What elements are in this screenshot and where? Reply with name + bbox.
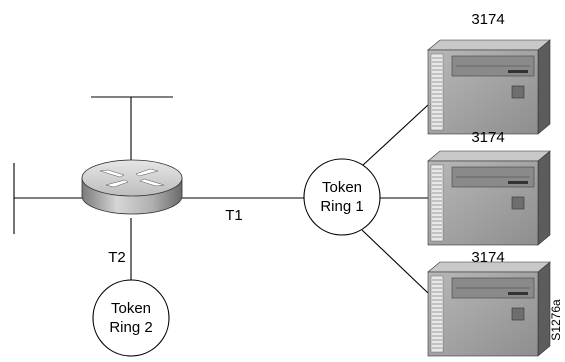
- controller-1-label: 3174: [471, 11, 504, 28]
- ring1-link-controller-3: [361, 229, 429, 294]
- token-ring-1-circle: [303, 158, 381, 236]
- ring1-link-controller-1: [361, 104, 429, 167]
- token-ring-1: Token Ring 1: [303, 158, 381, 236]
- token-ring-2-circle: [92, 279, 170, 357]
- controller-2-icon: [427, 150, 551, 246]
- figure-code: S1276a: [549, 299, 563, 341]
- t2-label: T2: [108, 249, 126, 266]
- token-ring-2-label-line2: Ring 2: [109, 319, 152, 336]
- router-icon: [81, 159, 183, 215]
- token-ring-2-label-line1: Token: [111, 300, 151, 317]
- controller-1-icon: [427, 39, 551, 135]
- controller-2: 3174: [427, 129, 551, 246]
- t1-label: T1: [225, 207, 243, 224]
- token-ring-1-label-line1: Token: [322, 179, 362, 196]
- token-ring-2: Token Ring 2: [92, 279, 170, 357]
- controller-3-icon: [427, 261, 551, 357]
- connection-lines: [13, 96, 429, 294]
- controller-2-label: 3174: [471, 129, 504, 146]
- token-ring-1-label-line2: Ring 1: [320, 198, 363, 215]
- controller-1: 3174: [427, 11, 551, 135]
- controller-3: 3174: [427, 249, 551, 357]
